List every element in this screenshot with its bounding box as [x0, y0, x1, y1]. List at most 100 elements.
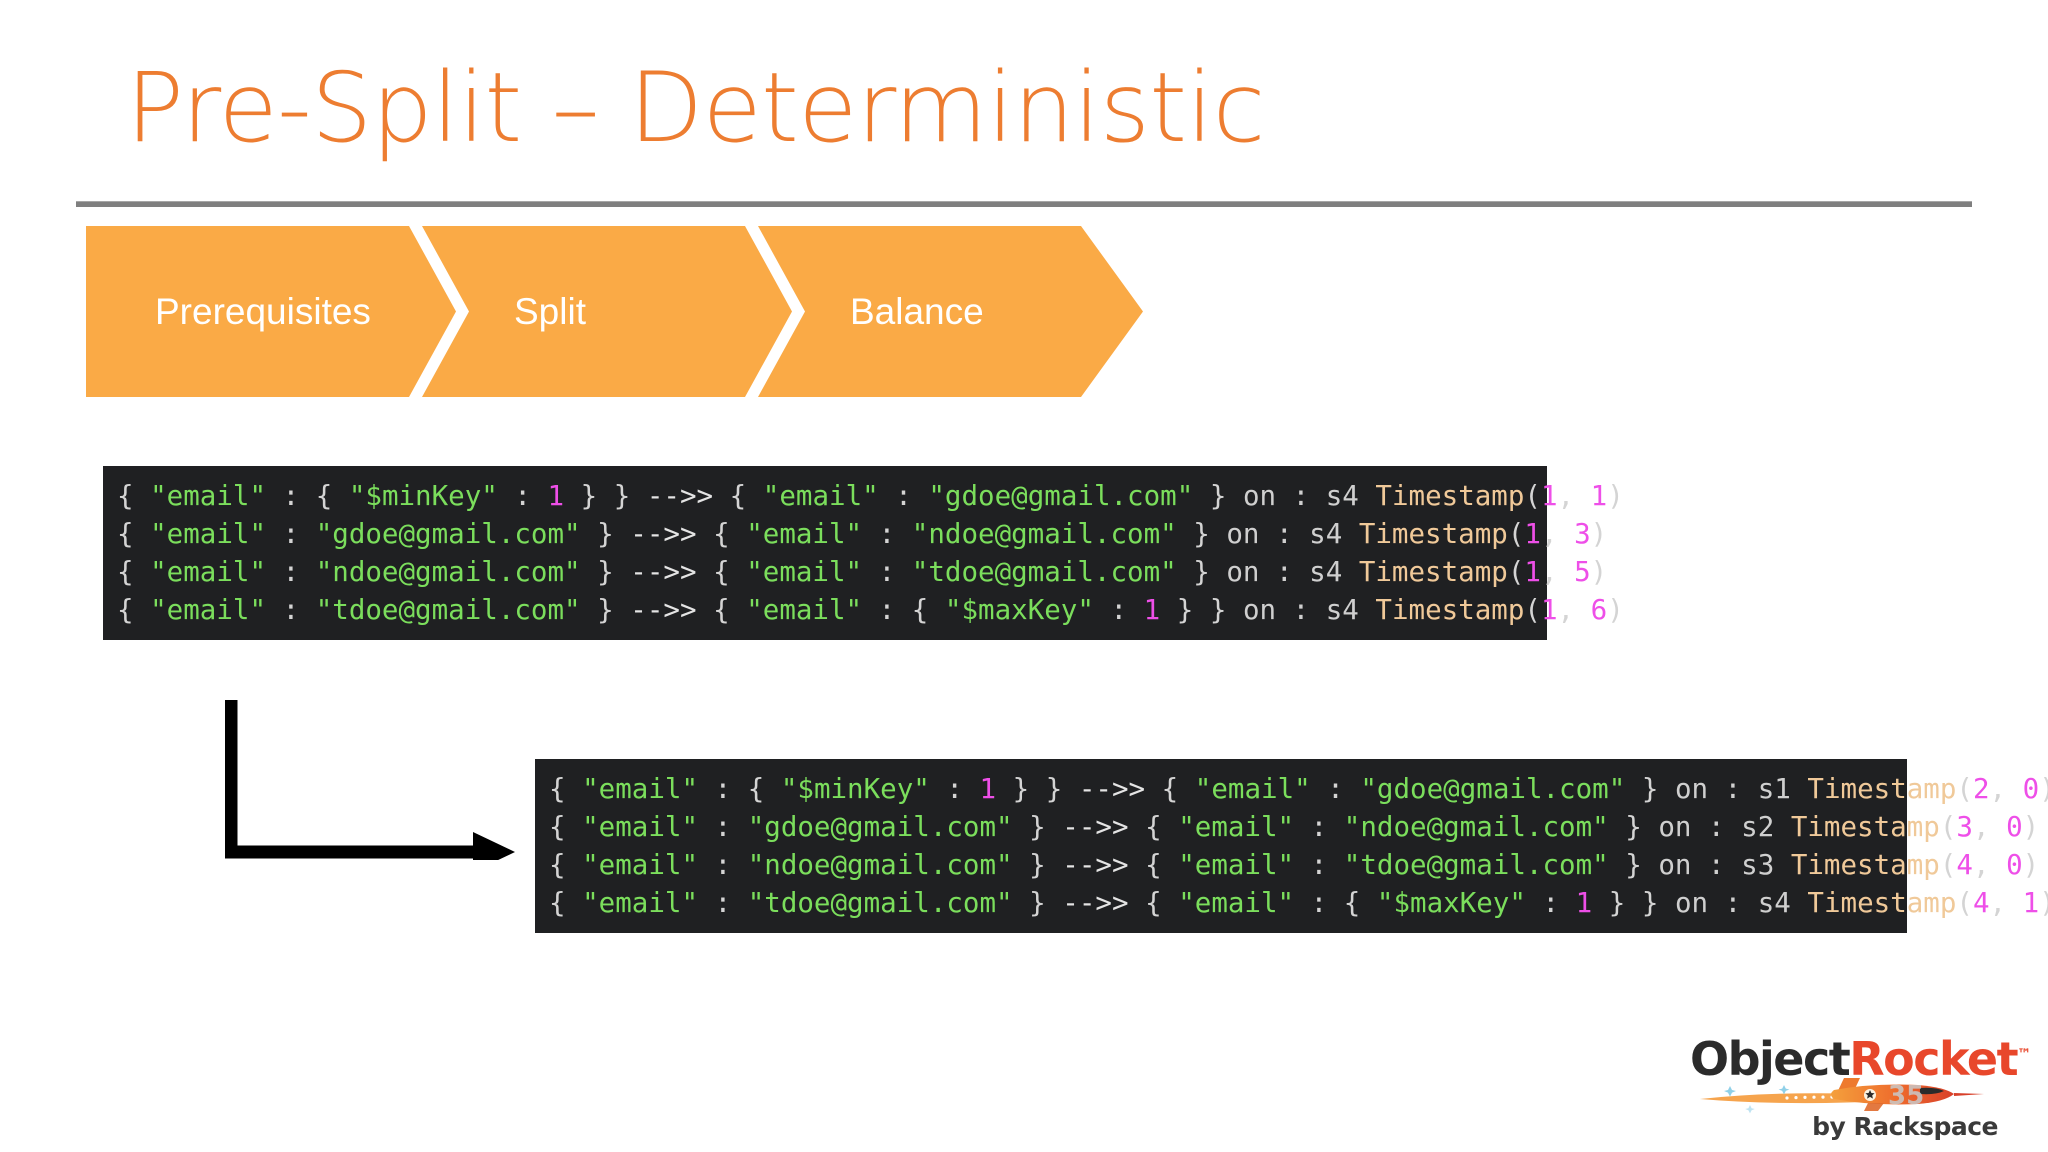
process-step-label: Prerequisites	[155, 290, 371, 332]
logo-badge-number: 35	[1888, 1081, 1924, 1111]
code-token-str: "ndoe@gmail.com"	[747, 849, 1013, 881]
code-token-punc: } }	[1592, 887, 1675, 919]
code-token-fn: Timestamp	[1807, 887, 1957, 919]
code-token-str: "email"	[1178, 887, 1295, 919]
code-token-punc: :	[266, 556, 316, 588]
code-token-str: "email"	[582, 849, 699, 881]
code-token-punc: )	[1607, 480, 1624, 512]
code-token-arrow: -->>	[1062, 887, 1146, 919]
process-step-label: Split	[514, 290, 586, 332]
code-token-punc: :	[698, 811, 748, 843]
rocket-plane-icon: 35	[1700, 1078, 1984, 1114]
logo-tagline: by Rackspace	[1812, 1112, 1998, 1141]
code-token-num: 6	[1590, 594, 1608, 626]
code-token-punc: {	[713, 594, 747, 626]
code-token-punc: )	[1607, 594, 1624, 626]
code-token-plain: on : s4	[1226, 518, 1359, 550]
code-token-punc: }	[1176, 556, 1227, 588]
process-step-prerequisites[interactable]: Prerequisites	[86, 226, 456, 397]
code-token-str: "email"	[746, 518, 863, 550]
code-block-chunk-ranges-before-balance: { "email" : { "$minKey" : 1 } } -->> { "…	[103, 466, 1624, 640]
code-token-punc: :	[266, 594, 316, 626]
connector-arrowhead	[473, 832, 515, 860]
code-token-plain: on : s1	[1674, 773, 1808, 805]
code-token-str: "email"	[150, 518, 267, 550]
code-token-num: 0	[2006, 849, 2023, 881]
code-token-punc: {	[549, 849, 583, 881]
code-token-punc: (	[1524, 480, 1541, 512]
code-line: { "email" : "gdoe@gmail.com" } -->> { "e…	[549, 808, 2039, 846]
code-token-punc: :	[497, 480, 548, 512]
code-token-num: 4	[1972, 887, 1990, 919]
code-token-punc: }	[1176, 518, 1227, 550]
code-token-punc: )	[1590, 556, 1608, 588]
code-token-punc: :	[878, 480, 929, 512]
code-token-punc: ,	[1972, 849, 2007, 881]
code-token-str: "email"	[762, 480, 879, 512]
code-token-num: 1	[2022, 887, 2040, 919]
code-token-str: "email"	[582, 887, 699, 919]
code-token-punc: (	[1956, 773, 1973, 805]
code-token-str: "$maxKey"	[1376, 887, 1526, 919]
code-token-str: "email"	[1194, 773, 1311, 805]
code-token-punc: (	[1939, 811, 1957, 843]
code-token-punc: :	[266, 518, 316, 550]
code-token-arrow: -->>	[630, 594, 714, 626]
code-token-punc: (	[1956, 887, 1973, 919]
code-token-punc: : {	[862, 594, 945, 626]
code-token-punc: )	[1590, 518, 1608, 550]
logo-word-object: Object	[1690, 1032, 1851, 1086]
code-token-punc: {	[1145, 811, 1179, 843]
code-token-punc: }	[1608, 849, 1659, 881]
code-token-punc: }	[1193, 480, 1243, 512]
title-divider	[76, 201, 1972, 207]
code-token-punc: :	[698, 849, 748, 881]
code-token-punc: :	[862, 518, 912, 550]
code-token-str: "gdoe@gmail.com"	[315, 518, 581, 550]
code-token-punc: ,	[1540, 518, 1575, 550]
code-token-punc: (	[1507, 518, 1525, 550]
code-token-plain: on : s3	[1658, 849, 1791, 881]
code-token-punc: :	[1310, 773, 1361, 805]
code-token-plain: on : s4	[1226, 556, 1359, 588]
code-token-num: 3	[1574, 518, 1591, 550]
code-token-punc: :	[1294, 849, 1344, 881]
code-token-num: 1	[1143, 594, 1161, 626]
code-token-punc: )	[2039, 773, 2048, 805]
code-token-punc: }	[580, 594, 631, 626]
code-token-punc: (	[1524, 594, 1541, 626]
code-token-punc: ,	[1989, 773, 2023, 805]
code-token-fn: Timestamp	[1375, 594, 1525, 626]
code-line: { "email" : { "$minKey" : 1 } } -->> { "…	[549, 770, 2048, 808]
code-token-fn: Timestamp	[1375, 480, 1525, 512]
code-line: { "email" : { "$minKey" : 1 } } -->> { "…	[117, 477, 1624, 515]
code-token-plain: on : s2	[1658, 811, 1791, 843]
code-token-plain: on : s4	[1674, 887, 1808, 919]
code-token-str: "ndoe@gmail.com"	[1343, 811, 1609, 843]
code-token-num: 1	[1575, 887, 1593, 919]
code-token-punc: : {	[1294, 887, 1377, 919]
code-token-num: 1	[1540, 480, 1558, 512]
code-token-num: 2	[1972, 773, 1990, 805]
code-token-arrow: -->>	[646, 480, 730, 512]
code-token-arrow: -->>	[1062, 849, 1146, 881]
code-token-punc: }	[1012, 849, 1063, 881]
code-token-str: "$maxKey"	[944, 594, 1094, 626]
code-token-plain: on : s4	[1242, 480, 1376, 512]
code-token-str: "email"	[582, 811, 699, 843]
code-token-punc: }	[580, 556, 631, 588]
code-token-str: "email"	[746, 594, 863, 626]
process-step-split[interactable]: Split	[422, 226, 792, 397]
code-token-str: "$minKey"	[780, 773, 930, 805]
code-token-str: "ndoe@gmail.com"	[315, 556, 581, 588]
code-token-punc: }	[1608, 811, 1659, 843]
logo-trademark-symbol: ™	[2017, 1046, 2031, 1063]
code-token-str: "email"	[150, 480, 267, 512]
code-token-num: 1	[1540, 594, 1558, 626]
code-token-punc: (	[1507, 556, 1525, 588]
code-token-str: "tdoe@gmail.com"	[1343, 849, 1609, 881]
code-token-punc: : {	[698, 773, 781, 805]
process-step-balance[interactable]: Balance	[758, 226, 1143, 397]
code-token-punc: {	[549, 811, 583, 843]
code-token-punc: :	[929, 773, 980, 805]
